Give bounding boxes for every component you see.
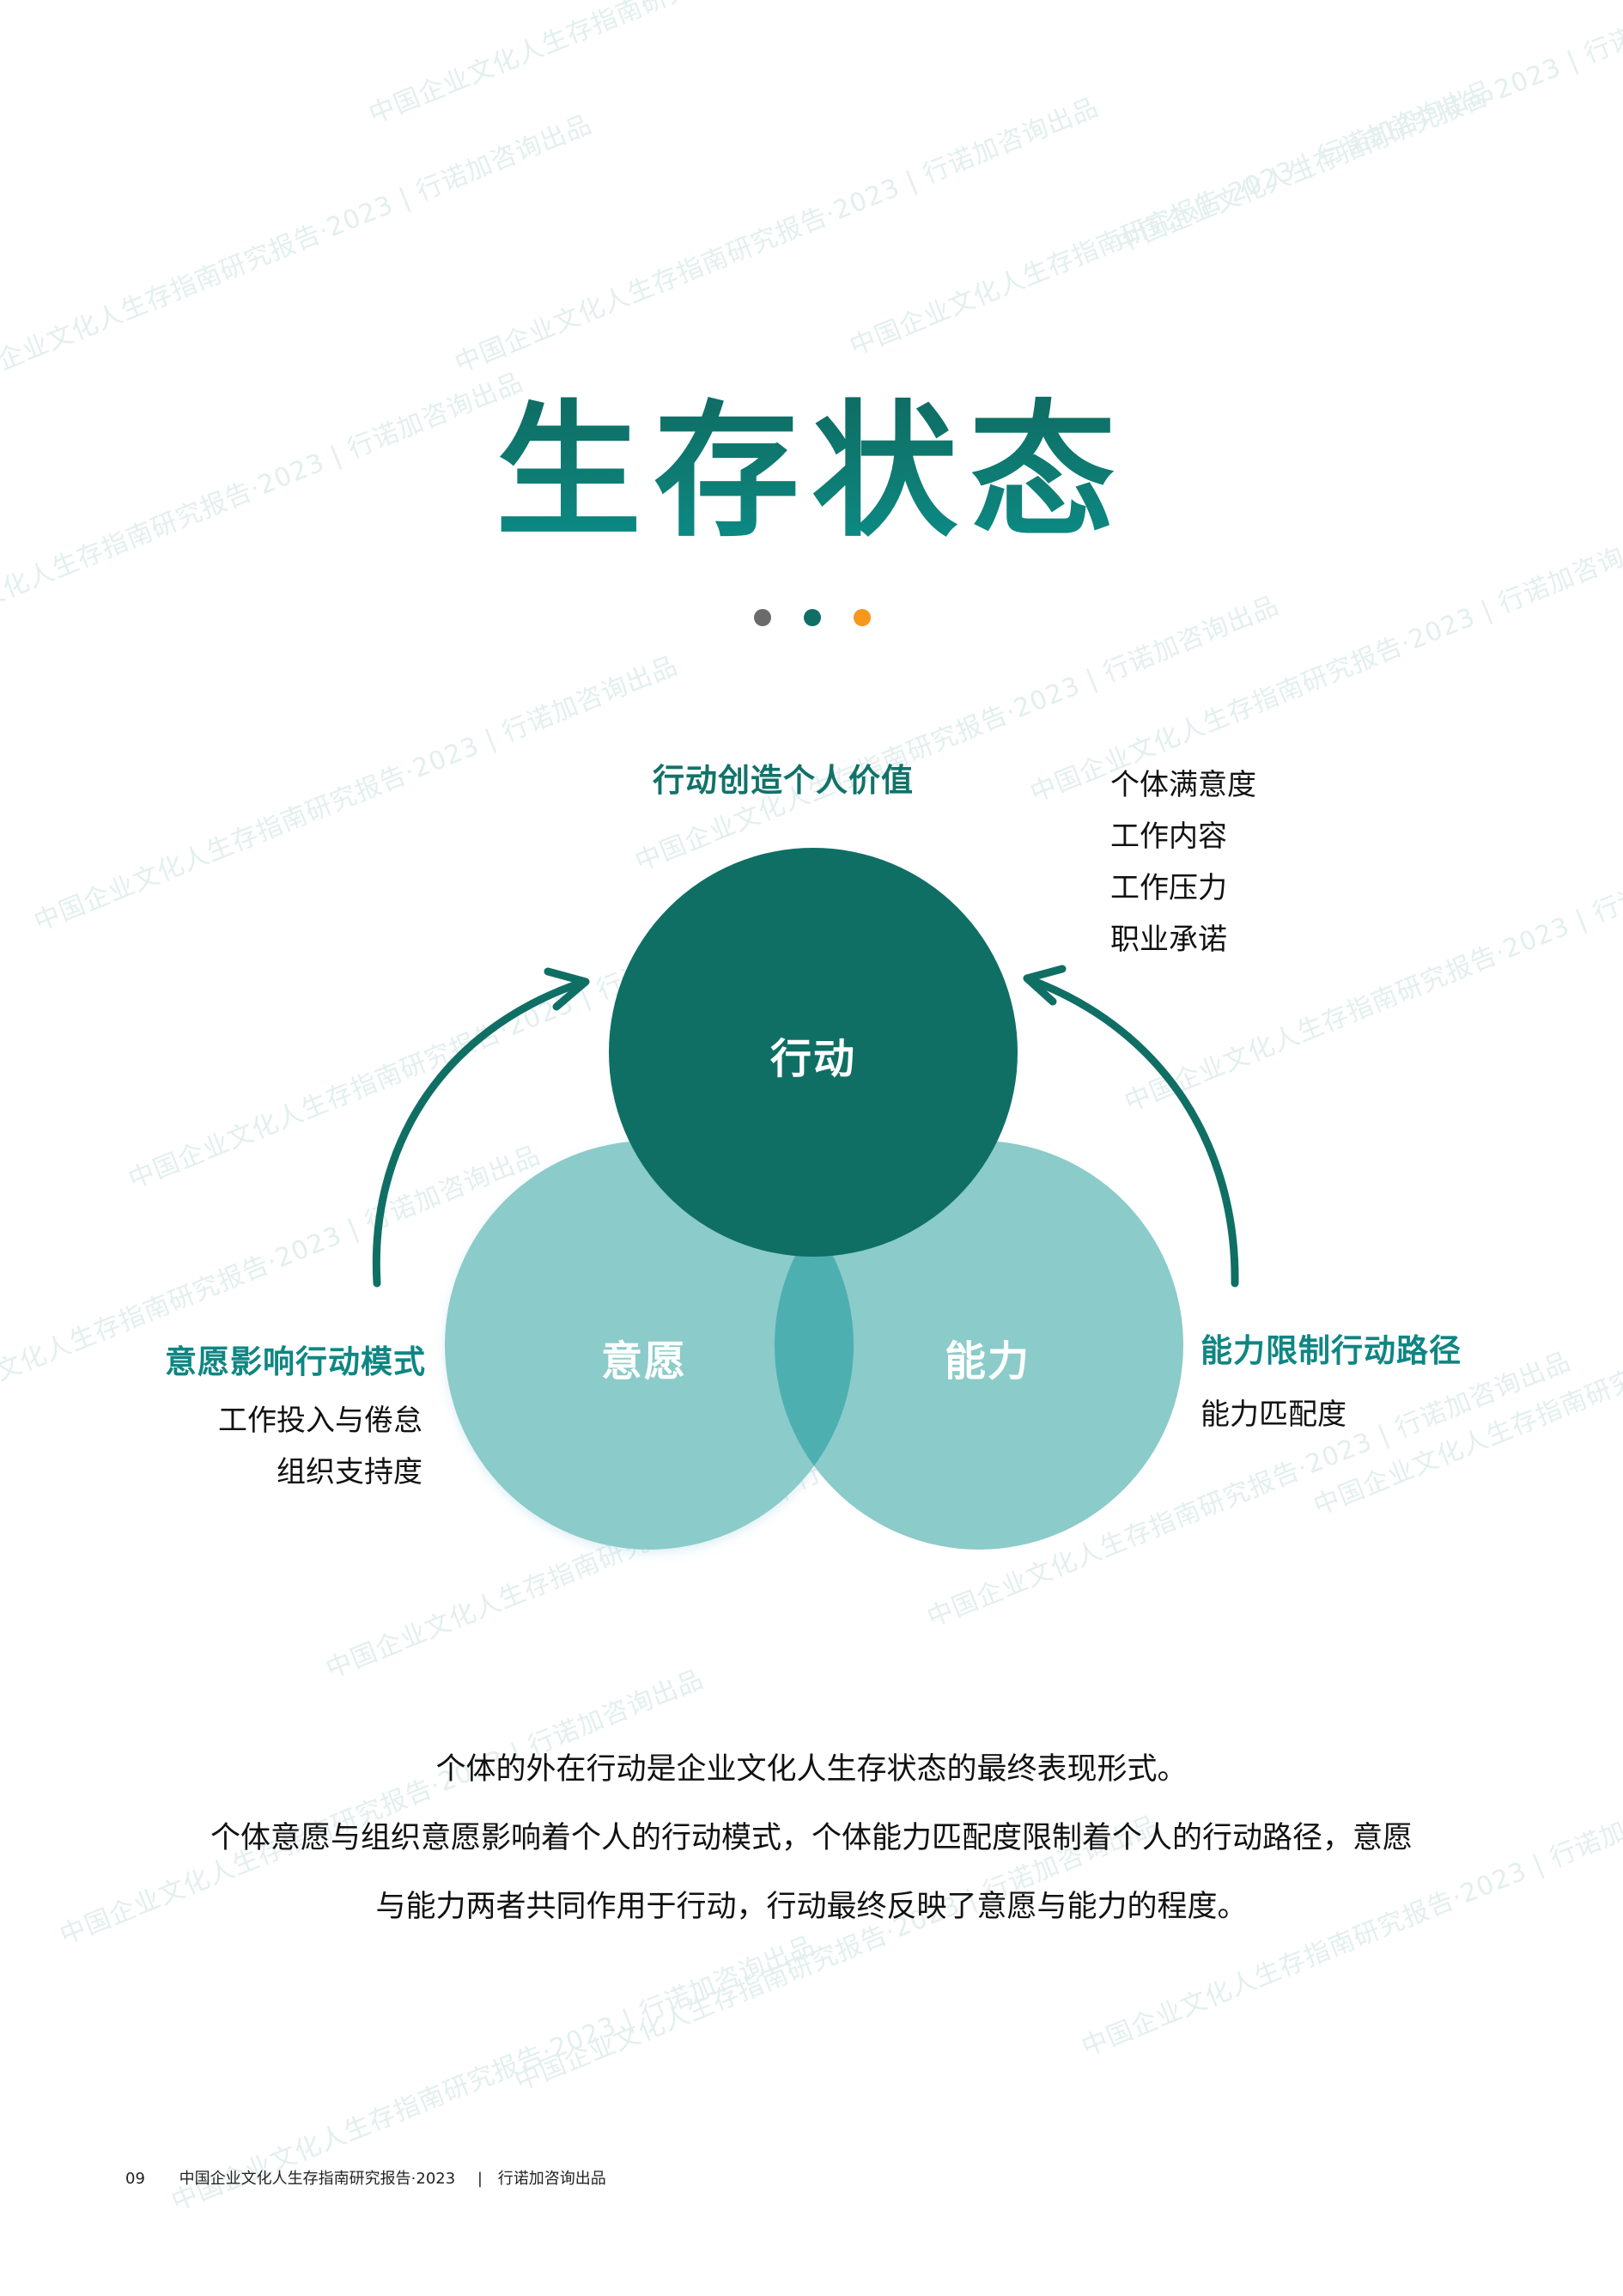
action-factor-item: 工作压力	[1110, 871, 1227, 905]
action-heading: 行动创造个人价值	[653, 762, 914, 799]
dot-teal	[804, 609, 821, 626]
will-factor-item: 组织支持度	[277, 1455, 422, 1489]
action-factor-item: 职业承诺	[1110, 923, 1227, 957]
will-circle-label: 意愿	[600, 1337, 687, 1386]
ability-circle-label: 能力	[944, 1337, 1030, 1386]
publisher: 行诺加咨询出品	[497, 2170, 606, 2188]
action-factor-item: 工作内容	[1110, 819, 1227, 854]
arrow-ability-to-action	[1023, 965, 1239, 1288]
dot-gray	[754, 609, 771, 626]
page-title: 生存状态	[0, 387, 1623, 558]
footer-separator: |	[477, 2170, 483, 2188]
page-number: 09	[125, 2170, 145, 2188]
dot-orange	[854, 609, 871, 626]
page-footer: 09 中国企业文化人生存指南研究报告·2023 | 行诺加咨询出品	[125, 2166, 606, 2189]
paragraph-line: 与能力两者共同作用于行动，行动最终反映了意愿与能力的程度。	[375, 1890, 1248, 1924]
ability-heading: 能力限制行动路径	[1201, 1332, 1462, 1369]
summary-paragraph: 个体的外在行动是企业文化人生存状态的最终表现形式。 个体意愿与组织意愿影响着个人…	[0, 1735, 1623, 1941]
will-factor-item: 工作投入与倦怠	[218, 1404, 422, 1438]
paragraph-line: 个体意愿与组织意愿影响着个人的行动模式，个体能力匹配度限制着个人的行动路径，意愿	[210, 1821, 1413, 1855]
action-factor-list: 个体满意度 工作内容 工作压力 职业承诺	[1110, 759, 1256, 965]
action-circle	[609, 848, 1018, 1257]
ability-factor-item: 能力匹配度	[1201, 1398, 1346, 1432]
arrow-will-to-action	[372, 967, 590, 1288]
action-circle-label: 行动	[769, 1035, 856, 1083]
paragraph-line: 个体的外在行动是企业文化人生存状态的最终表现形式。	[435, 1752, 1188, 1787]
action-factor-item: 个体满意度	[1110, 768, 1256, 802]
will-factor-list: 工作投入与倦怠 组织支持度	[137, 1395, 422, 1498]
will-heading: 意愿影响行动模式	[165, 1343, 426, 1380]
report-title: 中国企业文化人生存指南研究报告·2023	[179, 2170, 456, 2188]
